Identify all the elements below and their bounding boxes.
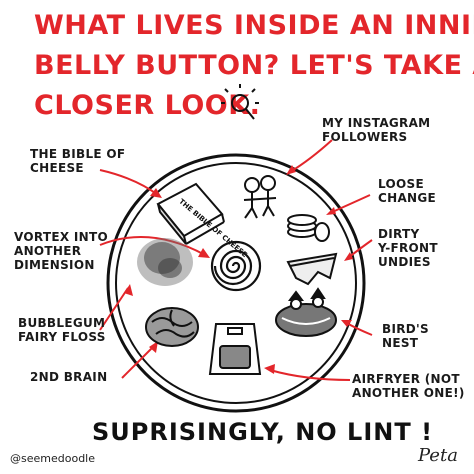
title-line-2: BELLY BUTTON? LET'S TAKE A bbox=[34, 50, 474, 81]
y-front-undies bbox=[286, 252, 338, 286]
arrow-vortex bbox=[99, 236, 206, 256]
second-brain bbox=[145, 307, 199, 347]
fairy-floss-cloud bbox=[137, 238, 193, 286]
artist-handle: @seemedoodle bbox=[10, 452, 95, 465]
label-instagram: MY INSTAGRAM FOLLOWERS bbox=[322, 116, 431, 144]
label-undies: DIRTY Y-FRONT UNDIES bbox=[378, 227, 438, 269]
inner-belly-ring bbox=[115, 162, 357, 404]
arrow-instagram bbox=[289, 139, 333, 173]
arrow-airfryer bbox=[269, 369, 351, 381]
arrowheads bbox=[124, 165, 353, 374]
outer-belly-ring bbox=[106, 153, 366, 413]
label-bubblegum: BUBBLEGUM FAIRY FLOSS bbox=[18, 316, 106, 344]
birds-nest bbox=[275, 287, 337, 337]
loose-change-coins bbox=[287, 214, 330, 242]
bible-of-cheese-book bbox=[156, 182, 225, 245]
instagram-followers-figures bbox=[243, 175, 277, 219]
label-bible-of-cheese: THE BIBLE OF CHEESE bbox=[30, 147, 126, 175]
title-line-1: WHAT LIVES INSIDE AN INNIE bbox=[34, 10, 474, 41]
artist-signature: Peta bbox=[418, 445, 458, 466]
title-line-3: CLOSER LOOK. bbox=[34, 90, 261, 121]
label-airfryer: AIRFRYER (NOT ANOTHER ONE!) bbox=[352, 372, 465, 400]
label-loose-change: LOOSE CHANGE bbox=[378, 177, 437, 205]
vortex-spiral bbox=[210, 240, 262, 292]
airfryer bbox=[208, 323, 262, 375]
label-birds-nest: BIRD'S NEST bbox=[382, 322, 429, 350]
label-vortex: VORTEX INTO ANOTHER DIMENSION bbox=[14, 230, 108, 272]
footer-caption: SUPRISINGLY, NO LINT ! bbox=[92, 418, 434, 446]
magnifier-icon bbox=[221, 84, 259, 120]
label-second-brain: 2ND BRAIN bbox=[30, 370, 108, 384]
